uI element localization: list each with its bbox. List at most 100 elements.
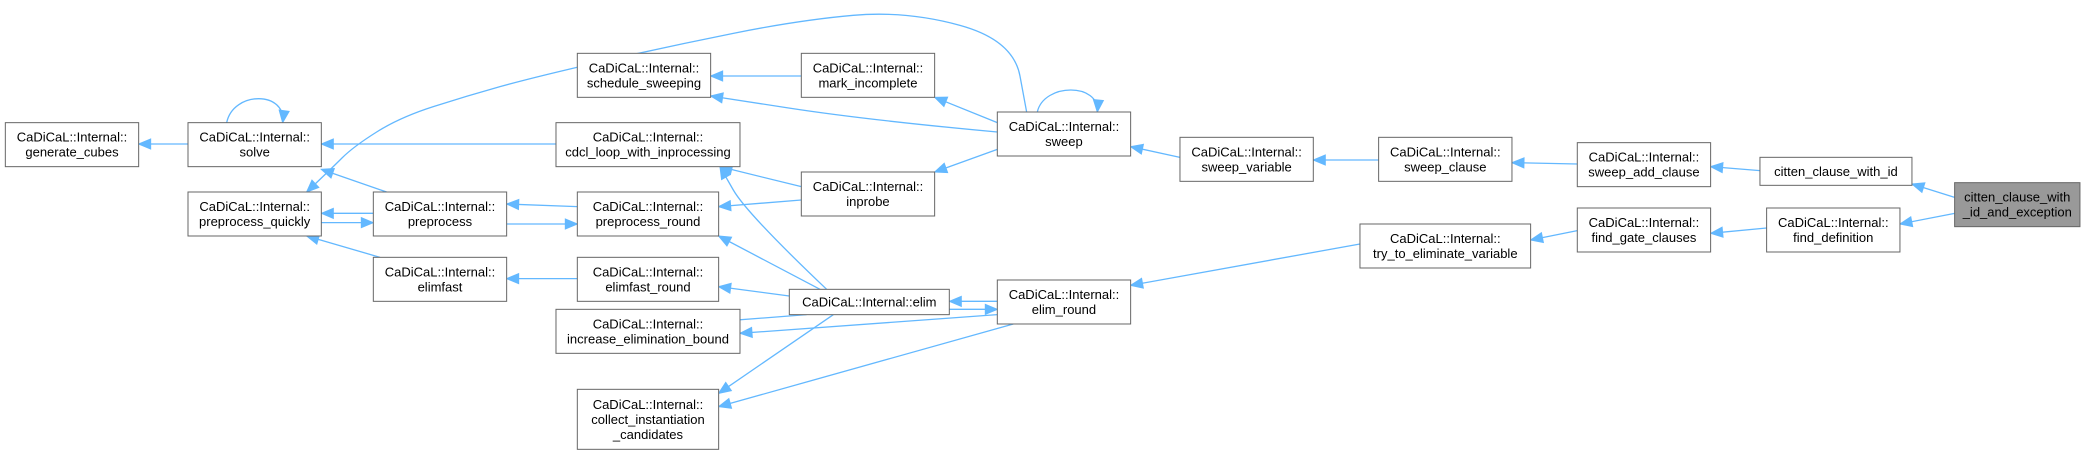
node-cdcl-loop[interactable]: CaDiCaL::Internal::cdcl_loop_with_inproc… [555, 122, 741, 168]
edge-inprobe-to-preprocess_round [718, 199, 802, 208]
edge-elim-to-preprocess_round [718, 235, 821, 290]
node-preprocess-round[interactable]: CaDiCaL::Internal::preprocess_round [576, 191, 720, 237]
node-box[interactable] [576, 52, 712, 98]
node-box[interactable] [555, 308, 741, 354]
node-box[interactable] [187, 191, 322, 237]
edge-elim-to-elim_round-arrowhead [984, 303, 999, 316]
edge-elim_round-to-collect_inst [718, 323, 1014, 408]
node-label-line: elimfast_round [605, 279, 690, 294]
node-box[interactable] [555, 122, 741, 168]
node-inprobe[interactable]: CaDiCaL::Internal::inprobe [800, 171, 936, 217]
node-box[interactable] [996, 279, 1132, 325]
node-box[interactable] [372, 191, 508, 237]
node-box[interactable] [996, 111, 1132, 157]
node-box[interactable] [4, 122, 140, 168]
node-label-line: elim_round [1032, 302, 1096, 317]
node-sweep-clause[interactable]: CaDiCaL::Internal::sweep_clause [1378, 136, 1513, 182]
edge-elimfast_round-to-elimfast-arrowhead [505, 272, 520, 285]
node-box[interactable] [1766, 207, 1901, 253]
edge-elimfast-to-preprocess_quickly [306, 235, 381, 258]
node-box[interactable] [576, 256, 720, 302]
node-elimfast-round[interactable]: CaDiCaL::Internal::elimfast_round [576, 256, 720, 302]
edge-preprocess-to-preprocess_quickly-arrowhead [320, 207, 334, 220]
node-schedule-sweeping[interactable]: CaDiCaL::Internal::schedule_sweeping [576, 52, 712, 98]
node-increase-elim-bound[interactable]: CaDiCaL::Internal::increase_elimination_… [555, 308, 741, 354]
edge-elim-to-preprocess_round-arrowhead [717, 235, 733, 247]
node-try-to-eliminate[interactable]: CaDiCaL::Internal::try_to_eliminate_vari… [1359, 223, 1532, 269]
node-box[interactable] [187, 122, 322, 168]
node-preprocess[interactable]: CaDiCaL::Internal::preprocess [372, 191, 508, 237]
node-box[interactable] [1378, 136, 1513, 182]
node-label-line: CaDiCaL::Internal:: [199, 130, 310, 145]
node-find-gate-clauses[interactable]: CaDiCaL::Internal::find_gate_clauses [1576, 207, 1712, 253]
edge-preprocess_quickly-to-preprocess-arrowhead [360, 216, 375, 229]
edge-mark_incomplete-to-schedule_sweeping-arrowhead [709, 70, 724, 82]
edge-try_to_eliminate-to-elim_round-arrowhead [1129, 277, 1144, 289]
edge-citten_clause_with_id-to-sweep_add_clause-arrowhead [1709, 161, 1724, 174]
node-box[interactable] [1759, 156, 1913, 186]
node-elim[interactable]: CaDiCaL::Internal::elim [788, 288, 950, 316]
node-find-definition[interactable]: CaDiCaL::Internal::find_definition [1766, 207, 1901, 253]
edge-solve-to-generate_cubes-arrowhead [137, 138, 152, 150]
node-label-line: citten_clause_with_id [1774, 164, 1898, 179]
node-elimfast[interactable]: CaDiCaL::Internal::elimfast [372, 256, 508, 302]
edge-elim_round-to-increase_elim_bound-arrowhead [738, 326, 753, 339]
node-label-line: CaDiCaL::Internal:: [1390, 144, 1501, 159]
edge-sweep-to-mark_incomplete-arrowhead [933, 96, 949, 108]
edge-citten_exception-to-citten_clause_with_id-arrowhead [1910, 182, 1926, 194]
edge-inprobe-to-cdcl_loop [719, 166, 802, 188]
node-box[interactable] [800, 171, 936, 217]
node-label-line: sweep_add_clause [1588, 165, 1699, 180]
node-label-line: CaDiCaL::Internal:: [813, 179, 924, 194]
edge-sweep_clause-to-sweep_variable-arrowhead [1312, 154, 1326, 166]
node-label-line: _id_and_exception [1962, 205, 2072, 220]
node-box[interactable] [788, 288, 950, 316]
node-label-line: sweep_clause [1404, 159, 1486, 174]
edge-sweep-to-schedule_sweeping [710, 95, 998, 133]
node-box[interactable] [372, 256, 508, 302]
node-label-line: inprobe [846, 194, 889, 209]
node-label-line: CaDiCaL::Internal:: [813, 60, 924, 75]
edge-elim-to-cdcl_loop-arrowhead [719, 165, 732, 181]
edge-try_to_eliminate-to-elim_round [1130, 243, 1361, 286]
node-label-line: generate_cubes [25, 145, 119, 160]
node-label-line: CaDiCaL::Internal:: [17, 130, 128, 145]
node-box[interactable] [800, 52, 936, 98]
node-generate-cubes[interactable]: CaDiCaL::Internal::generate_cubes [4, 122, 140, 168]
node-preprocess-quickly[interactable]: CaDiCaL::Internal::preprocess_quickly [187, 191, 322, 237]
self-loop-sweep-arrowhead [1092, 99, 1105, 114]
node-sweep-variable[interactable]: CaDiCaL::Internal::sweep_variable [1179, 136, 1314, 182]
node-mark-incomplete[interactable]: CaDiCaL::Internal::mark_incomplete [800, 52, 936, 98]
node-label-line: CaDiCaL::Internal:: [593, 316, 704, 331]
edge-preprocess_quickly-to-solve-arrowhead [305, 179, 320, 193]
node-label-line: CaDiCaL::Internal:: [1390, 231, 1501, 246]
node-sweep-add-clause[interactable]: CaDiCaL::Internal::sweep_add_clause [1576, 142, 1712, 188]
node-label-line: CaDiCaL::Internal:: [199, 199, 310, 214]
node-box[interactable] [1576, 142, 1712, 188]
node-sweep[interactable]: CaDiCaL::Internal::sweep [996, 111, 1132, 157]
node-box[interactable] [1359, 223, 1532, 269]
node-citten-exception[interactable]: citten_clause_with_id_and_exception [1954, 182, 2081, 228]
node-box[interactable] [576, 388, 720, 450]
node-label-line: CaDiCaL::Internal:: [385, 264, 496, 279]
node-label-line: CaDiCaL::Internal:: [1191, 144, 1302, 159]
node-label-line: elimfast [418, 279, 463, 294]
node-citten-clause-with-id[interactable]: citten_clause_with_id [1759, 156, 1913, 186]
node-solve[interactable]: CaDiCaL::Internal::solve [187, 122, 322, 168]
node-label-line: preprocess_round [596, 214, 701, 229]
node-box[interactable] [1954, 182, 2081, 228]
edge-citten_exception-to-find_definition-arrowhead [1898, 215, 1914, 228]
node-collect-inst[interactable]: CaDiCaL::Internal::collect_instantiation… [576, 388, 720, 450]
node-box[interactable] [576, 191, 720, 237]
node-label-line: CaDiCaL::Internal:: [1589, 150, 1700, 165]
edge-elim-to-cdcl_loop [719, 166, 828, 290]
edge-elim_round-to-collect_inst-arrowhead [717, 397, 733, 409]
node-elim-round[interactable]: CaDiCaL::Internal::elim_round [996, 279, 1132, 325]
edge-elim_round-to-increase_elim_bound [739, 314, 998, 334]
node-label-line: solve [239, 145, 269, 160]
node-box[interactable] [1576, 207, 1712, 253]
edge-preprocess-to-preprocess_round-arrowhead [564, 218, 579, 230]
node-box[interactable] [1179, 136, 1314, 182]
node-label-line: citten_clause_with [1964, 190, 2070, 205]
